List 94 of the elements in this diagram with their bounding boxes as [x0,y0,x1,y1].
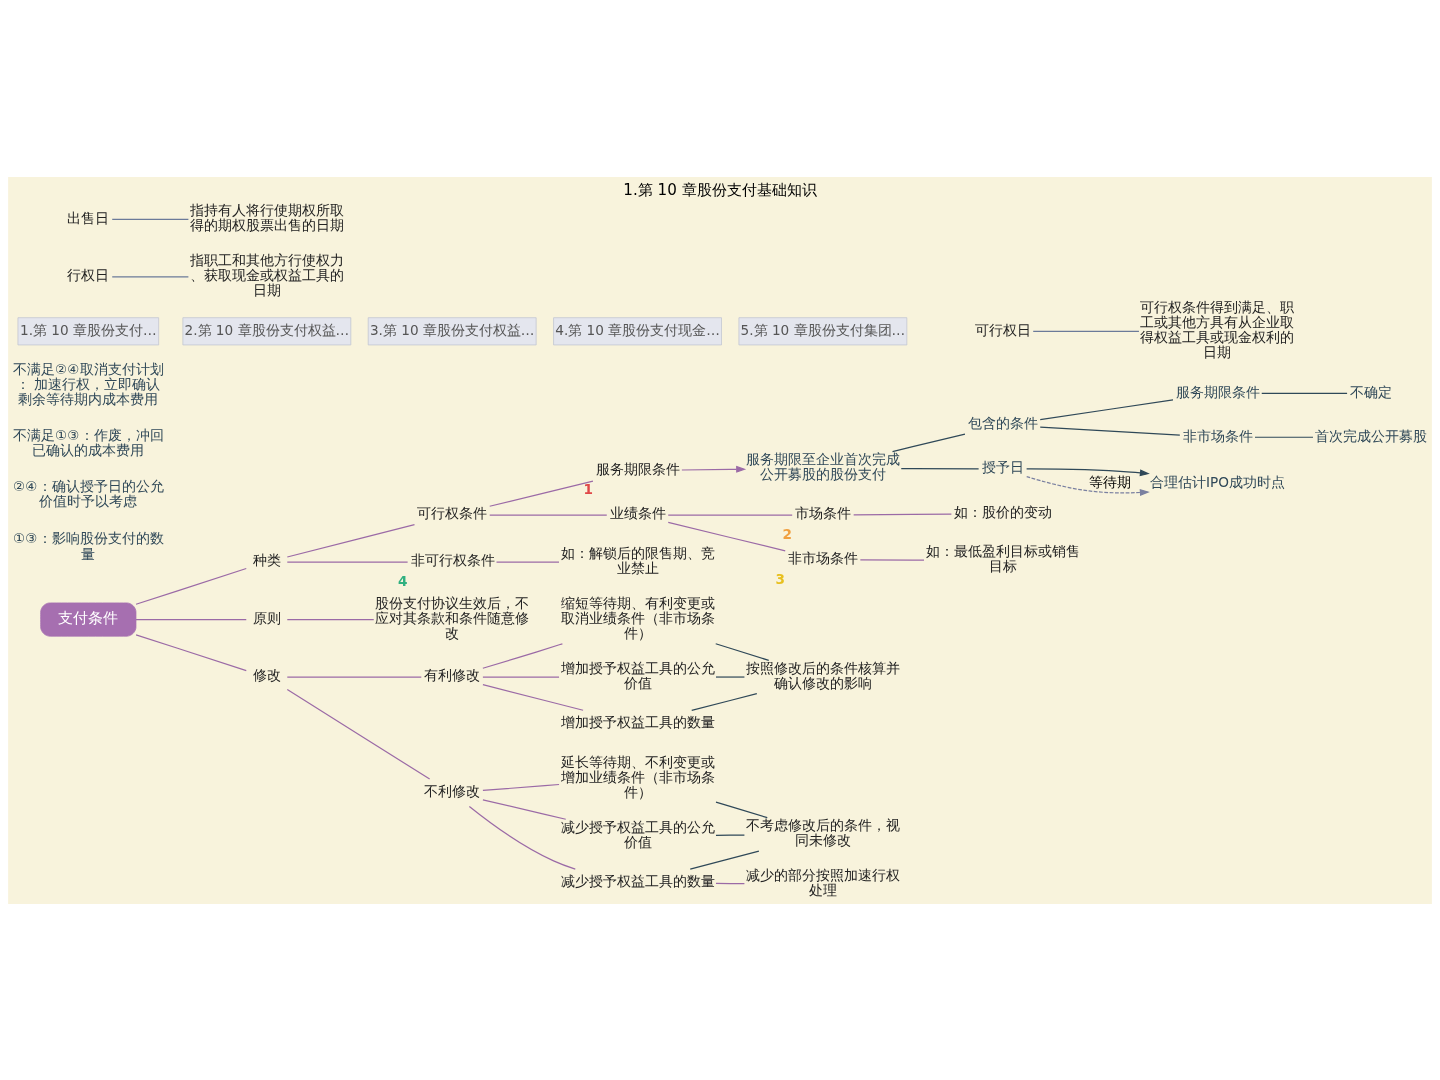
connector [482,675,560,678]
node-text: 原则 [252,609,281,626]
connector [859,558,925,561]
node-text: 包含的条件 [967,414,1038,431]
connector [489,480,594,507]
node-text: 行权日 [67,266,110,283]
connector [667,521,786,551]
edge-label: 等待期 [1088,473,1131,490]
node-text: 服务期限至企业首次完成公开募股的股份支付 [745,450,900,482]
node-text: 种类 [252,551,281,568]
connector [135,567,247,605]
node-text: 可行权条件得到满足、职工或其他方具有从企业取得权益工具或现金权利的日期 [1140,298,1295,360]
node-text: 指职工和其他方行使权力、获取现金或权益工具的日期 [189,251,344,298]
node-text: 非市场条件 [788,549,859,566]
connector [489,514,608,516]
node-text: 可行权条件 [417,504,488,521]
node-text: 不满足②④取消支付计划： 加速行权，立即确认剩余等待期内成本费用 [13,360,164,407]
connector [715,800,768,818]
node-text: 减少授予权益工具的数量 [560,872,715,889]
connector [495,560,560,563]
node-text: 可行权日 [974,321,1031,338]
node-text: 修改 [252,666,281,683]
node-text: 有利修改 [424,666,481,683]
connector [853,512,952,515]
node-text: 合理估计IPO成功时点 [1149,473,1285,490]
node-label: 3 [775,570,786,587]
node-text: 非可行权条件 [410,551,495,568]
connector [715,642,770,661]
node-text: 指持有人将行使期权所取得的期权股票出售的日期 [189,201,344,233]
arrow [1026,467,1150,476]
connector [482,798,567,820]
connector [715,833,746,836]
node-label: 1 [583,480,593,497]
node-text: 市场条件 [795,504,852,521]
node-text: ①③：影响股份支付的数量 [13,529,164,562]
node-text: 服务期限条件 [1176,383,1261,400]
node-text: 按照修改后的条件核算并确认修改的影响 [745,659,900,691]
label: 5.第 10 章股份支付集团… [740,321,906,338]
label: 1.第 10 章股份支付… [20,321,157,338]
node-text: 缩短等待期、有利变更或取消业绩条件（非市场条件） [560,594,715,641]
connector [135,618,247,620]
node-text: 授予日 [981,458,1024,475]
node-box: 支付条件 [40,602,137,637]
connector [1032,330,1140,332]
node-text: 不考虑修改后的条件，视同未修改 [745,816,900,848]
label: 3.第 10 章股份支付权益… [369,321,535,338]
arrow [1026,475,1150,496]
node-text: 不确定 [1349,383,1392,400]
node-label: 2 [782,525,792,542]
node-text: 业绩条件 [609,504,666,521]
connector [691,692,758,711]
connector [1039,398,1174,420]
node-text: 股份支付协议生效后，不应对其条款和条件随意修改 [375,594,530,641]
connector [1261,392,1348,394]
arrow [681,465,747,473]
label: 2.第 10 章股份支付权益… [184,321,350,338]
node-text: 服务期限条件 [596,460,681,477]
node-text: 不满足①③：作废，冲回已确认的成本费用 [13,426,164,458]
node-text: 增加授予权益工具的公允价值 [560,659,715,691]
node-text: 增加授予权益工具的数量 [560,713,715,730]
connector [891,432,966,452]
node-text: 如：股价的变动 [953,503,1052,520]
node-text: 如：最低盈利目标或销售目标 [925,542,1080,574]
connector [286,618,375,620]
node-text: ②④：确认授予日的公允价值时予以考虑 [13,477,164,509]
connector [1039,426,1181,436]
connector [715,882,746,884]
connector [111,218,189,220]
node-text: 不利修改 [424,782,481,799]
connector [286,688,431,780]
node-text: 出售日 [67,209,110,226]
connector [1254,436,1314,438]
diagram-title: 1.第 10 章股份支付基础知识 [623,180,817,199]
node-text: 非市场条件 [1182,427,1253,444]
connector [468,805,576,870]
connector [286,523,416,558]
node-label: 4 [398,572,408,589]
connector [286,675,422,678]
node-text: 减少的部分按照加速行权处理 [745,866,900,898]
node-text: 减少授予权益工具的公允价值 [560,818,715,850]
connector [715,675,746,678]
label: 4.第 10 章股份支付现金… [555,321,720,338]
connector [482,783,560,791]
connector [667,514,793,516]
node-text: 首次完成公开募股 [1314,427,1427,444]
connector [482,642,563,669]
connector [111,275,189,277]
node-text: 如：解锁后的限售期、竞业禁止 [560,544,715,576]
connector [900,467,980,469]
node-text: 延长等待期、不利变更或增加业绩条件（非市场条件） [560,753,715,800]
connector [135,633,247,671]
connector [689,849,760,870]
connector [286,560,409,563]
connector [482,683,584,711]
